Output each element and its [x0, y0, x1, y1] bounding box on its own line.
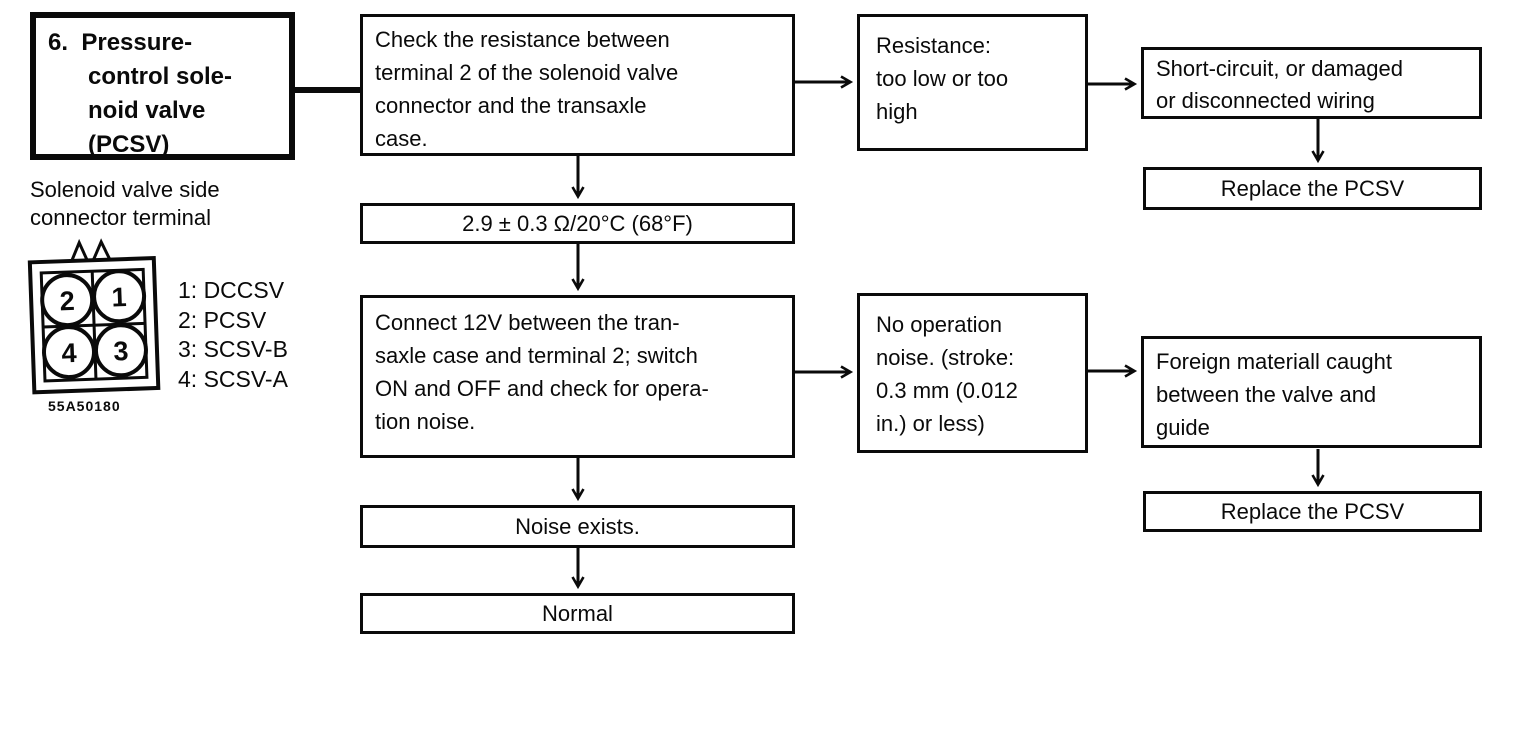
resistance-spec-text: 2.9 ± 0.3 Ω/20°C (68°F)	[462, 211, 693, 236]
result-noise-exists-text: Noise exists.	[515, 514, 640, 539]
fault-resistance-bad: Resistance: too low or too high	[857, 14, 1088, 151]
legend-item: 3: SCSV-B	[178, 336, 288, 362]
action-replace-pcsv-bottom: Replace the PCSV	[1143, 491, 1482, 532]
title-box: 6. Pressure- control sole- noid valve (P…	[30, 12, 295, 160]
fault-no-operation-noise-text: No operation noise. (stroke: 0.3 mm (0.0…	[876, 312, 1018, 436]
connector-key-tab-left	[69, 238, 89, 264]
legend-item: 2: PCSV	[178, 306, 267, 333]
connector-divider-horizontal	[43, 321, 146, 329]
step-connect-12v: Connect 12V between the tran- saxle case…	[360, 295, 795, 458]
result-noise-exists: Noise exists.	[360, 505, 795, 548]
terminal-legend: 1: DCCSV 2: PCSV 3: SCSV-B 4: SCSV-A	[178, 276, 288, 394]
figure-code: 55A50180	[48, 398, 121, 414]
action-replace-pcsv-bottom-text: Replace the PCSV	[1220, 499, 1405, 524]
title-text: 6. Pressure- control sole- noid valve (P…	[48, 29, 233, 158]
fault-no-operation-noise: No operation noise. (stroke: 0.3 mm (0.0…	[857, 293, 1088, 453]
result-normal-text: Normal	[542, 601, 613, 626]
terminal-circle-2	[40, 273, 95, 328]
cause-wiring: Short-circuit, or damaged or disconnecte…	[1141, 47, 1482, 119]
terminal-number: 2	[59, 286, 75, 317]
step-connect-12v-text: Connect 12V between the tran- saxle case…	[375, 310, 709, 434]
step-check-resistance: Check the resistance between terminal 2 …	[360, 14, 795, 156]
action-replace-pcsv-top-text: Replace the PCSV	[1220, 176, 1405, 201]
result-normal: Normal	[360, 593, 795, 634]
action-replace-pcsv-top: Replace the PCSV	[1143, 167, 1482, 210]
terminal-circle-1	[92, 269, 147, 324]
resistance-spec-box: 2.9 ± 0.3 Ω/20°C (68°F)	[360, 203, 795, 244]
cause-wiring-text: Short-circuit, or damaged or disconnecte…	[1156, 56, 1403, 113]
cause-foreign-material: Foreign materiall caught between the val…	[1141, 336, 1482, 448]
connector-side-note: Solenoid valve side connector terminal	[30, 177, 220, 230]
fault-resistance-bad-text: Resistance: too low or too high	[876, 33, 1009, 124]
terminal-number: 4	[61, 338, 77, 369]
cause-foreign-material-text: Foreign materiall caught between the val…	[1156, 349, 1393, 440]
terminal-circle-3	[93, 323, 148, 378]
terminal-number: 3	[113, 336, 129, 367]
connector-diagram: 2 1 4 3	[27, 238, 161, 395]
connector-key-tab-right	[92, 238, 113, 263]
step-check-resistance-text: Check the resistance between terminal 2 …	[375, 27, 679, 151]
legend-item: 1: DCCSV	[178, 277, 285, 303]
legend-item: 4: SCSV-A	[178, 365, 288, 392]
terminal-number: 1	[111, 282, 127, 313]
